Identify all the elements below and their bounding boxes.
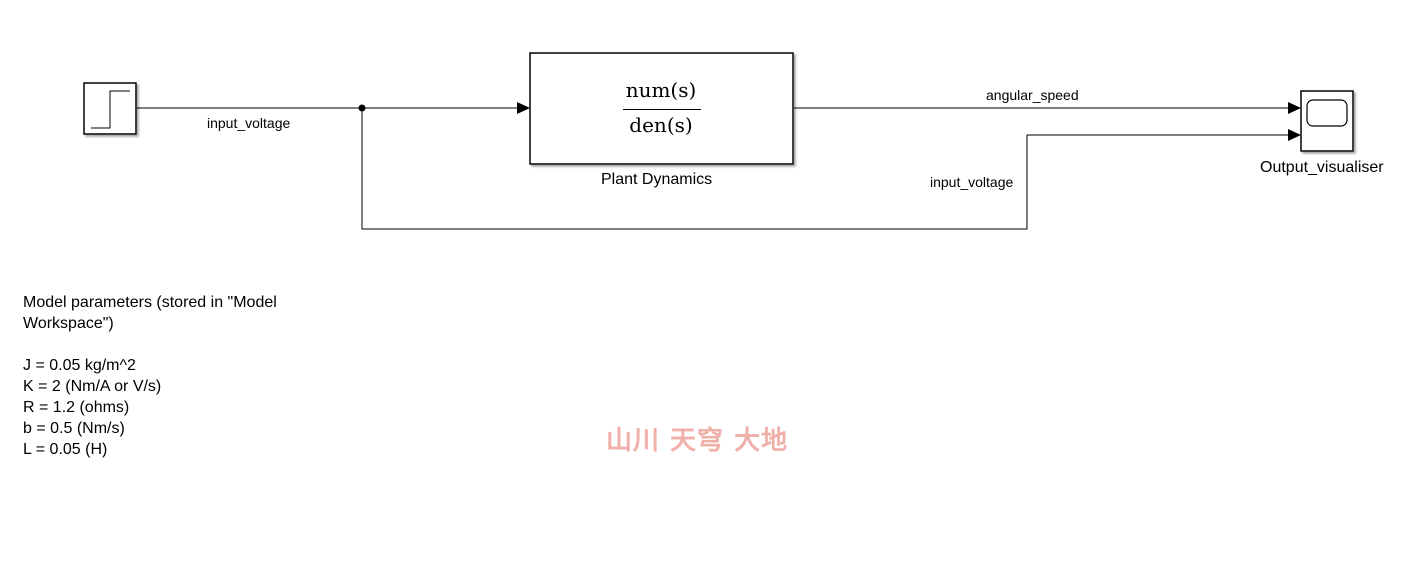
- annotation-param-k: K = 2 (Nm/A or V/s): [23, 378, 162, 395]
- signal-line-branch-to-scope[interactable]: [361, 108, 1289, 230]
- annotation-title-line-1: Model parameters (stored in "Model: [23, 294, 277, 311]
- step-block[interactable]: [83, 82, 137, 135]
- arrowhead-scope-input-2: [1288, 129, 1301, 141]
- annotation-param-j: J = 0.05 kg/m^2: [23, 357, 136, 374]
- model-parameters-annotation[interactable]: Model parameters (stored in "Model Works…: [23, 292, 323, 460]
- annotation-param-l: L = 0.05 (H): [23, 441, 108, 458]
- output-visualiser-block[interactable]: [1300, 90, 1354, 152]
- signal-label-angular-speed[interactable]: angular_speed: [986, 87, 1079, 103]
- scope-screen-icon: [1306, 99, 1348, 127]
- scope-block-name[interactable]: Output_visualiser: [1260, 159, 1384, 176]
- plant-dynamics-block[interactable]: [529, 52, 794, 165]
- annotation-spacer: [23, 334, 323, 355]
- arrowhead-plant-input: [517, 102, 530, 114]
- annotation-param-b: b = 0.5 (Nm/s): [23, 420, 125, 437]
- annotation-param-r: R = 1.2 (ohms): [23, 399, 130, 416]
- transfer-function-denominator: den(s): [629, 113, 693, 137]
- arrowhead-scope-input-1: [1288, 102, 1301, 114]
- watermark: 山川 天穹 大地: [606, 426, 789, 456]
- signal-label-input-voltage[interactable]: input_voltage: [207, 115, 291, 131]
- plant-block-name[interactable]: Plant Dynamics: [601, 171, 713, 188]
- signal-label-input-voltage-branch[interactable]: input_voltage: [930, 174, 1014, 190]
- annotation-title-line-2: Workspace"): [23, 315, 114, 332]
- fraction-bar: [623, 109, 701, 110]
- transfer-function-numerator: num(s): [625, 78, 697, 102]
- step-icon: [91, 90, 130, 129]
